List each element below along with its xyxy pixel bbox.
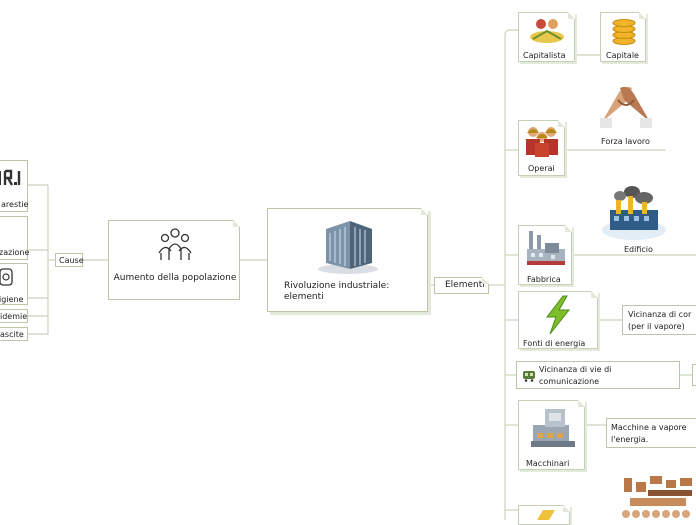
- left-node-4[interactable]: idemie: [0, 309, 28, 323]
- capitalist-icon: [530, 19, 564, 43]
- capitalista-node[interactable]: Capitalista: [518, 12, 575, 62]
- central-node[interactable]: Rivoluzione industriale: elementi: [267, 208, 428, 312]
- macchinari-node[interactable]: Macchinari: [518, 400, 585, 470]
- macchine-vapore-label: Macchine a vapore l'energia.: [611, 423, 687, 444]
- capitale-node[interactable]: Capitale: [600, 12, 646, 62]
- vicinanza-vie-node[interactable]: Vicinanza di vie di comunicazione: [516, 361, 680, 389]
- edificio-label: Edificio: [624, 245, 653, 254]
- forza-lavoro-label: Forza lavoro: [601, 137, 650, 146]
- lightning-icon: [545, 295, 571, 335]
- left-node-3[interactable]: igiene: [0, 263, 28, 305]
- macchinari-label: Macchinari: [526, 459, 570, 468]
- operai-node[interactable]: Operai: [518, 120, 565, 176]
- cause-link[interactable]: Cause: [55, 253, 84, 267]
- left-node-1[interactable]: arestie: [0, 160, 28, 212]
- fabbrica-node[interactable]: Fabbrica: [518, 225, 572, 285]
- machine-icon: [531, 409, 575, 447]
- elements-link[interactable]: Elementi: [434, 277, 489, 294]
- central-title: Rivoluzione industriale: elementi: [284, 281, 390, 302]
- hygiene-icon: [0, 268, 13, 286]
- bottom-node[interactable]: [518, 505, 570, 525]
- left-label-2: zazione: [0, 248, 30, 257]
- factory-building-icon: [602, 186, 666, 240]
- train-icon: [523, 371, 535, 382]
- people-icon: [158, 228, 192, 260]
- vicinanza-vie-label: Vicinanza di vie di comunicazione: [539, 365, 612, 386]
- macchine-vapore-node[interactable]: Macchine a vapore l'energia.: [606, 418, 696, 448]
- left-label-1: arestie: [1, 200, 29, 209]
- population-title: Aumento della popolazione: [113, 273, 237, 283]
- fonti-energia-label: Fonti di energia: [523, 339, 586, 348]
- left-label-3: igiene: [0, 295, 24, 304]
- population-node[interactable]: Aumento della popolazione: [108, 220, 240, 300]
- coins-icon: [612, 19, 636, 45]
- office-building-icon: [318, 221, 378, 274]
- capitale-label: Capitale: [606, 51, 639, 60]
- gold-icon: [537, 510, 555, 520]
- food-icon: [0, 169, 21, 186]
- fabbrica-label: Fabbrica: [527, 275, 561, 284]
- materials-icon: [622, 476, 692, 518]
- capitalista-label: Capitalista: [523, 51, 566, 60]
- cause-label: Cause: [59, 256, 84, 265]
- vie-child-node[interactable]: [692, 364, 696, 386]
- workers-icon: [526, 127, 558, 157]
- elements-label: Elementi: [445, 280, 485, 290]
- operai-label: Operai: [528, 164, 555, 173]
- fonti-energia-node[interactable]: Fonti di energia: [518, 291, 598, 349]
- handshake-icon: [600, 86, 652, 128]
- vicinanza-corsi-node[interactable]: Vicinanza di cor (per il vapore): [622, 305, 696, 335]
- left-node-2[interactable]: zazione: [0, 216, 30, 260]
- vicinanza-corsi-label: Vicinanza di cor (per il vapore): [628, 310, 692, 331]
- factory-icon: [527, 231, 565, 265]
- left-label-5: ascite: [0, 330, 24, 339]
- left-label-4: idemie: [0, 312, 28, 321]
- left-node-5[interactable]: ascite: [0, 327, 28, 341]
